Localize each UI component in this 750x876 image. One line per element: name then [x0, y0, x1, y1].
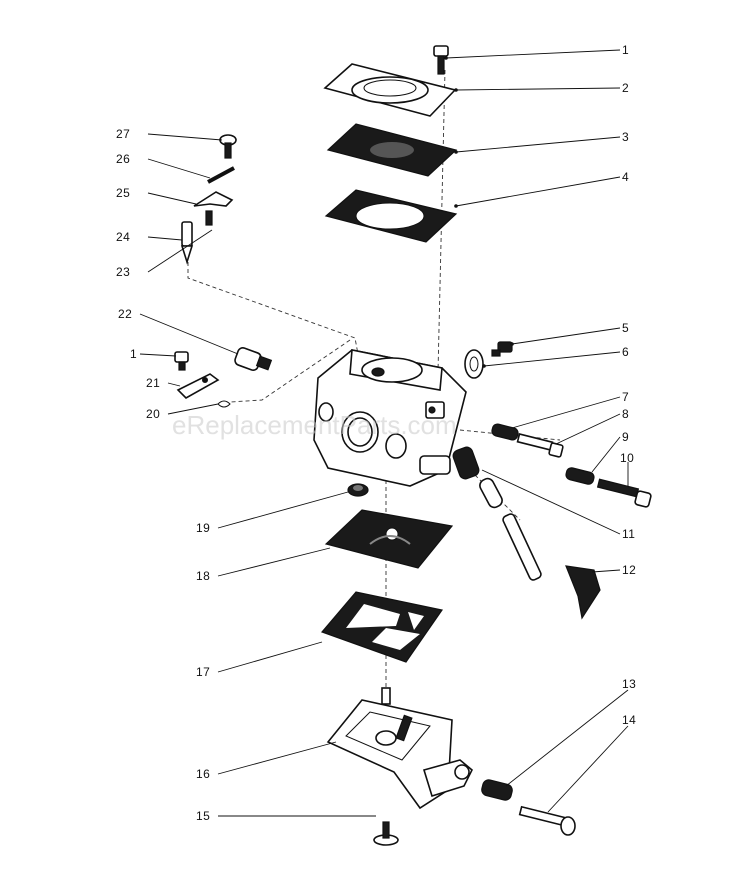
part-22-fitting	[234, 347, 273, 371]
part-18-diaphragm	[324, 509, 454, 569]
callout-27: 27	[116, 127, 130, 141]
callout-23: 23	[116, 265, 130, 279]
part-24-needle	[180, 221, 194, 265]
part-19-screen	[347, 483, 369, 497]
callout-10: 10	[620, 451, 634, 465]
leader-lines	[139, 49, 629, 817]
part-1-left-screw	[174, 351, 189, 371]
callout-2: 2	[622, 81, 629, 95]
watermark-text: eReplacementParts.com	[172, 410, 457, 440]
part-17-gasket	[320, 591, 444, 663]
callout-17: 17	[196, 665, 210, 679]
part-10-needle-screw	[596, 478, 652, 508]
callout-1-left: 1	[130, 347, 137, 361]
part-9-spring	[565, 467, 595, 485]
part-13-spring	[481, 779, 513, 801]
callout-14: 14	[622, 713, 636, 727]
part-26-pin	[207, 166, 235, 184]
part-11-spring	[452, 446, 503, 509]
carburetor-body	[313, 349, 467, 487]
callout-3: 3	[622, 130, 629, 144]
callout-16: 16	[196, 767, 210, 781]
callout-11: 11	[622, 527, 635, 541]
part-12-throttle-shaft	[502, 513, 601, 620]
part-2-cover	[323, 63, 457, 117]
part-20-clip	[217, 400, 231, 408]
callout-18: 18	[196, 569, 210, 583]
callout-7: 7	[622, 390, 629, 404]
part-14-screw	[518, 805, 576, 836]
callout-6: 6	[622, 345, 629, 359]
callout-4: 4	[622, 170, 629, 184]
part-1-screw	[433, 45, 449, 75]
part-3-diaphragm	[326, 123, 458, 177]
callout-5: 5	[622, 321, 629, 335]
callout-15: 15	[196, 809, 210, 823]
callout-1: 1	[622, 43, 629, 57]
callout-12: 12	[622, 563, 636, 577]
part-25-lever	[193, 191, 234, 226]
callout-labels: 1 2 3 4 5 6 7 8 9 10 11 12 13 14 15 16 1…	[116, 43, 636, 823]
callout-8: 8	[622, 407, 629, 421]
part-6-disc	[464, 349, 484, 379]
callout-21: 21	[146, 376, 160, 390]
callout-13: 13	[622, 677, 636, 691]
callout-26: 26	[116, 152, 130, 166]
part-21-plate	[176, 373, 220, 399]
part-8-needle-screw	[516, 433, 564, 458]
part-27-screw	[219, 134, 237, 159]
part-16-cover	[326, 687, 473, 810]
callout-24: 24	[116, 230, 130, 244]
part-7-spring	[491, 423, 519, 441]
callout-19: 19	[196, 521, 210, 535]
part-15-screw	[373, 821, 399, 846]
callout-25: 25	[116, 186, 130, 200]
callout-22: 22	[118, 307, 132, 321]
callout-9: 9	[622, 430, 629, 444]
part-4-gasket	[324, 189, 458, 243]
callout-20: 20	[146, 407, 160, 421]
part-5-screw	[491, 341, 513, 357]
